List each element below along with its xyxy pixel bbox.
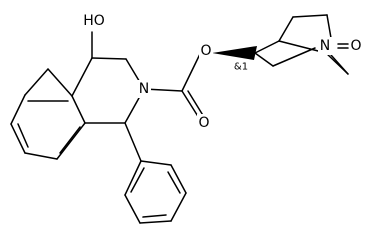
piperidine-ring <box>71 31 145 124</box>
hydroxyl-label: HO <box>83 13 105 29</box>
ester-oxygen-label: O <box>200 43 211 59</box>
carbonyl-oxygen-label: O <box>198 115 209 131</box>
quinuclidine-cage <box>212 14 349 75</box>
carbamate-group <box>143 53 205 119</box>
n-oxide-oxygen-label: O <box>350 38 361 54</box>
stereo-label: &1 <box>234 62 248 73</box>
bridgehead-nitrogen-label: N <box>320 38 330 54</box>
molecule-canvas: HO N O O N O &1 <box>10 12 363 224</box>
ring-nitrogen-label: N <box>139 81 149 97</box>
structure-drawing: HO N O O N O &1 <box>10 12 363 224</box>
wedge-bond <box>212 46 257 60</box>
benzo-ring <box>10 68 86 160</box>
phenyl-ring <box>124 122 187 224</box>
